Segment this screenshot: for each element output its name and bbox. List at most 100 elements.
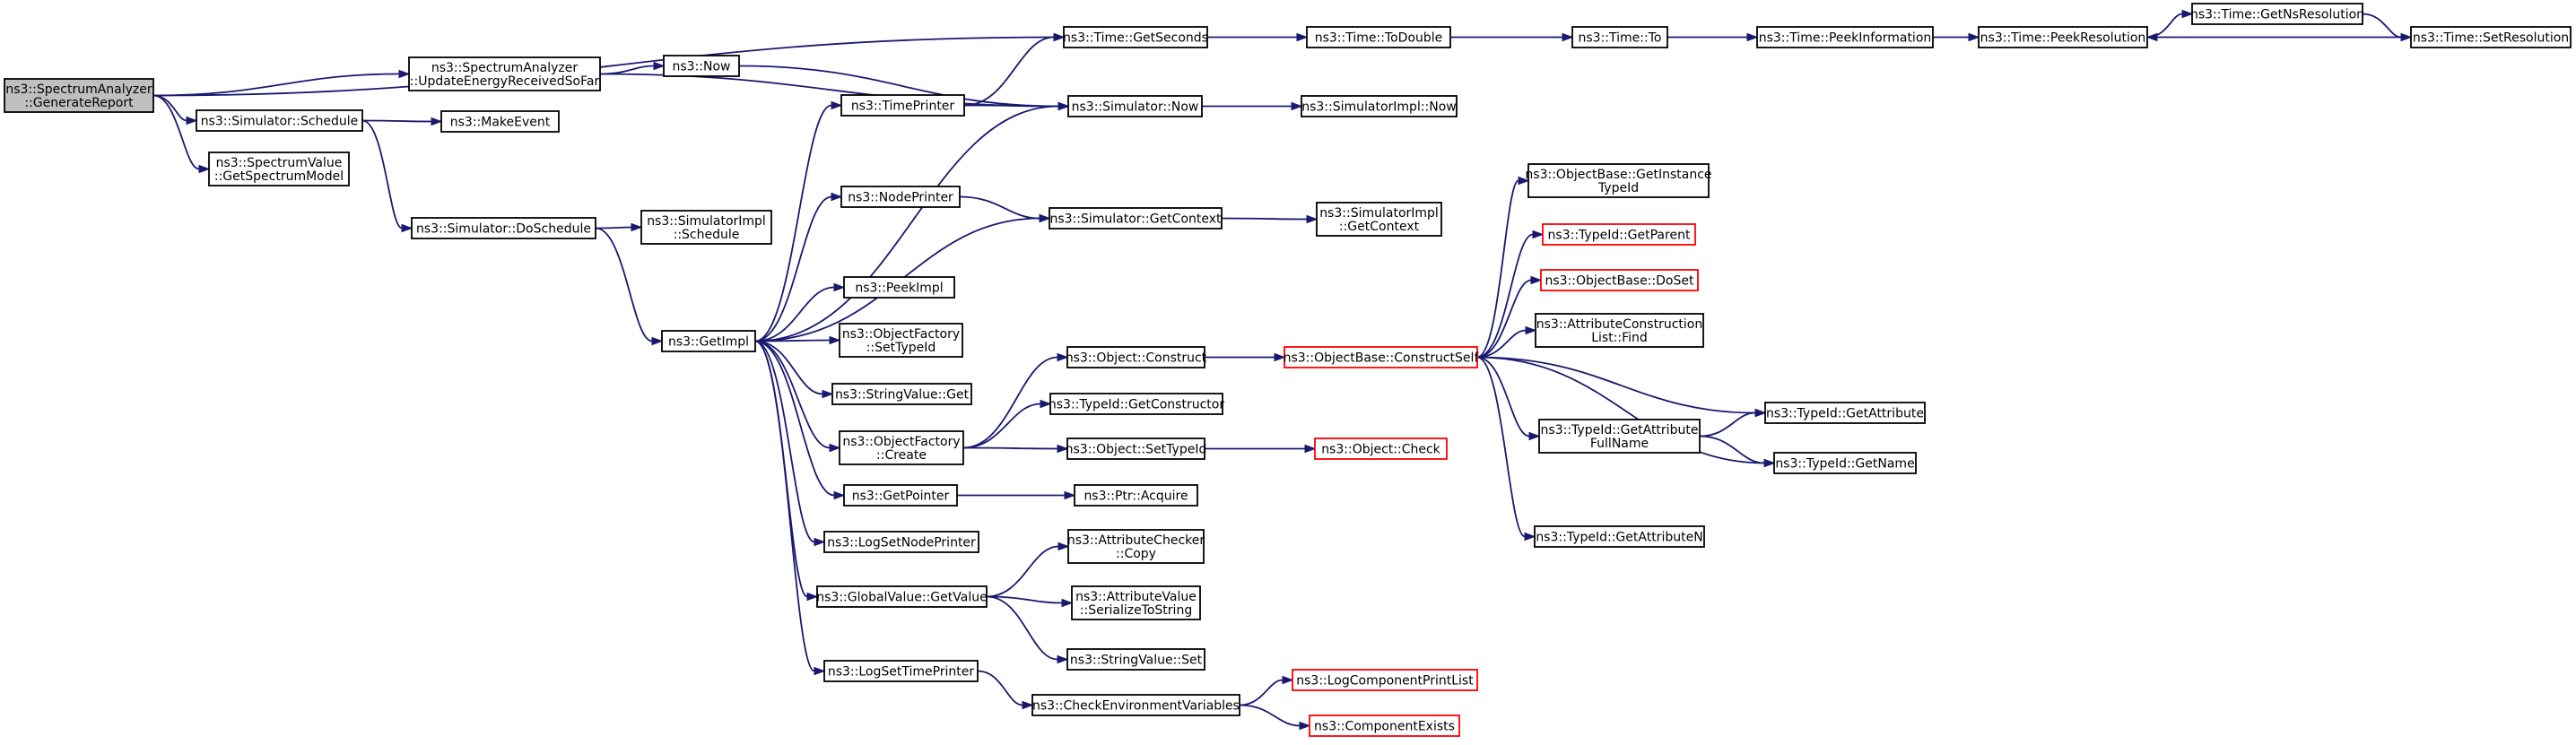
node-objectfactory-settypeid[interactable]: ns3::ObjectFactory::SetTypeId [839,323,963,358]
node-now[interactable]: ns3::Now [663,55,740,77]
node-spectrumanalyzer-generatereport[interactable]: ns3::SpectrumAnalyzer::GenerateReport [4,78,154,113]
node-simulatorimpl-now[interactable]: ns3::SimulatorImpl::Now [1301,95,1458,117]
arrowhead [1528,431,1541,441]
node-componentexists[interactable]: ns3::ComponentExists [1309,715,1460,737]
node-label: ::UpdateEnergyReceivedSoFar [410,74,600,89]
call-edge [1476,325,1537,359]
node-label: ns3::Simulator::GetContext [1049,212,1222,227]
node-label: ns3::TypeId::GetAttributeN [1536,531,1702,545]
node-label: ns3::Time::ToDouble [1315,31,1443,46]
call-edge [1202,101,1303,111]
call-edge [595,222,643,232]
arrowhead [653,61,666,71]
node-simulatorimpl-getcontext[interactable]: ns3::SimulatorImpl::GetContext [1316,202,1442,237]
node-getimpl[interactable]: ns3::GetImpl [661,330,756,352]
node-simulator-getcontext[interactable]: ns3::Simulator::GetContext [1049,207,1223,230]
call-edge [962,444,1069,454]
node-time-todouble[interactable]: ns3::Time::ToDouble [1306,26,1451,48]
call-edge [1476,230,1545,359]
node-logsettimeprinter[interactable]: ns3::LogSetTimePrinter [823,660,979,682]
node-typeid-getattribute[interactable]: ns3::TypeId::GetAttribute [1764,402,1926,424]
arrowhead [1524,532,1536,541]
node-simulatorimpl-schedule[interactable]: ns3::SimulatorImpl::Schedule [640,210,772,245]
node-spectrumvalue-getspectrummodel[interactable]: ns3::SpectrumValue::GetSpectrumModel [208,152,350,186]
node-label: ns3::SimulatorImpl::Now [1301,100,1457,115]
call-edge [152,69,411,97]
node-objectfactory-create[interactable]: ns3::ObjectFactory::Create [839,430,964,465]
call-edge [986,541,1070,598]
node-time-to[interactable]: ns3::Time::To [1571,26,1668,48]
node-logsetnodeprinter[interactable]: ns3::LogSetNodePrinter [823,531,979,553]
node-makeevent[interactable]: ns3::MakeEvent [440,110,560,133]
node-label: ns3::TypeId::GetParent [1548,229,1691,243]
node-typeid-getconstructor[interactable]: ns3::TypeId::GetConstructor [1049,393,1224,415]
node-objectbase-doset[interactable]: ns3::ObjectBase::DoSet [1540,269,1699,291]
arrowhead [831,192,843,202]
node-time-getnsresolution[interactable]: ns3::Time::GetNsResolution [2190,3,2364,25]
node-simulator-doschedule[interactable]: ns3::Simulator::DoSchedule [411,217,596,239]
arrowhead [1518,176,1530,186]
node-objectbase-constructself[interactable]: ns3::ObjectBase::ConstructSelf [1284,346,1480,368]
arrowhead [1532,230,1545,239]
arrowhead [822,389,834,399]
node-label: ns3::SpectrumAnalyzer [5,82,152,97]
node-label: ns3::GlobalValue::GetValue [816,591,987,605]
node-typeid-getattributen[interactable]: ns3::TypeId::GetAttributeN [1534,525,1705,548]
node-typeid-getparent[interactable]: ns3::TypeId::GetParent [1542,223,1696,246]
node-label: ns3::ObjectBase::DoSet [1545,274,1694,289]
node-label: ns3::AttributeValue [1075,590,1197,604]
node-stringvalue-get[interactable]: ns3::StringValue::Get [831,383,972,405]
arrowhead [1053,32,1066,42]
call-edge [962,352,1069,449]
node-label: ns3::SimulatorImpl [1319,206,1439,221]
node-simulator-schedule[interactable]: ns3::Simulator::Schedule [196,109,363,132]
node-nodeprinter[interactable]: ns3::NodePrinter [840,186,961,208]
arrowhead [829,335,841,345]
arrowhead [1022,700,1034,710]
arrowhead [186,116,198,126]
node-peekimpl[interactable]: ns3::PeekImpl [843,276,955,299]
arrowhead [1525,325,1537,335]
call-edge [986,595,1074,608]
node-label: List::Find [1591,331,1648,345]
node-label: FullName [1590,437,1649,451]
node-typeid-getname[interactable]: ns3::TypeId::GetName [1773,452,1917,474]
node-label: ns3::ObjectFactory [842,435,960,449]
node-logcomponentprintlist[interactable]: ns3::LogComponentPrintList [1292,669,1478,691]
arrowhead [1061,598,1074,608]
node-label: ns3::Time::SetResolution [2413,31,2569,46]
node-time-setresolution[interactable]: ns3::Time::SetResolution [2410,26,2572,48]
call-edge [1476,356,1536,541]
node-label: ns3::Ptr::Acquire [1083,489,1188,504]
arrowhead [1057,654,1069,664]
node-getpointer[interactable]: ns3::GetPointer [843,484,958,507]
call-edge [1933,32,1980,42]
call-edge [754,340,826,547]
node-time-peekinformation[interactable]: ns3::Time::PeekInformation [1756,26,1934,48]
node-ptr-acquire[interactable]: ns3::Ptr::Acquire [1074,484,1198,507]
arrowhead [1304,444,1317,454]
node-spectrumanalyzer-updateenergyreceivedsofar[interactable]: ns3::SpectrumAnalyzer::UpdateEnergyRecei… [408,56,601,91]
node-globalvalue-getvalue[interactable]: ns3::GlobalValue::GetValue [816,585,988,608]
node-timeprinter[interactable]: ns3::TimePrinter [840,94,965,117]
arrowhead [1291,101,1303,111]
call-edge [963,101,1070,111]
arrowhead [431,117,443,126]
node-checkenvironmentvariables[interactable]: ns3::CheckEnvironmentVariables [1031,694,1240,716]
node-time-peekresolution[interactable]: ns3::Time::PeekResolution [1978,26,2148,48]
node-stringvalue-set[interactable]: ns3::StringValue::Set [1066,648,1205,671]
arrowhead [1039,213,1051,223]
node-object-construct[interactable]: ns3::Object::Construct [1066,346,1207,368]
node-attributechecker-copy[interactable]: ns3::AttributeChecker::Copy [1067,529,1205,564]
node-time-getseconds[interactable]: ns3::Time::GetSeconds [1063,26,1208,48]
node-attributevalue-serializetostring[interactable]: ns3::AttributeValue::SerializeToString [1071,585,1201,620]
node-label: ::SerializeToString [1080,603,1192,618]
node-simulator-now[interactable]: ns3::Simulator::Now [1067,95,1203,117]
arrowhead [1754,408,1767,418]
node-object-settypeid[interactable]: ns3::Object::SetTypeId [1066,437,1207,460]
node-object-check[interactable]: ns3::Object::Check [1314,437,1448,460]
call-edge [1207,32,1309,42]
